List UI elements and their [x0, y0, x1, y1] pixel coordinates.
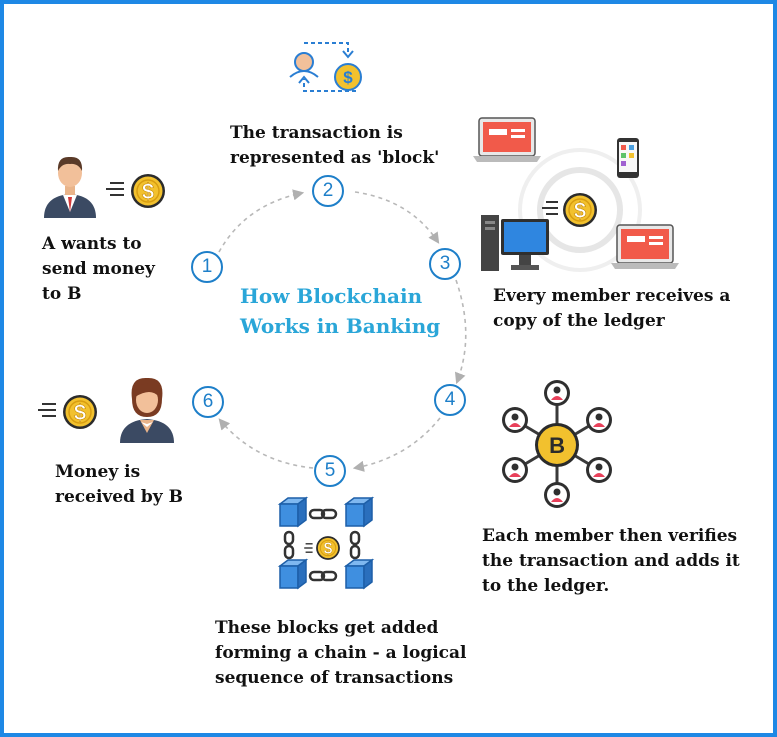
title-line-2: Works in Banking — [240, 314, 441, 338]
step-number-1: 1 — [191, 251, 223, 283]
arrow-5-to-6 — [218, 418, 314, 469]
step-2-label: The transaction is represented as 'block… — [230, 123, 440, 168]
arrow-2-to-3 — [354, 191, 440, 244]
title-line-1: How Blockchain — [240, 284, 423, 308]
transaction-exchange-icon: $ — [289, 42, 362, 92]
step-1-label: A wants to send money to B — [42, 234, 155, 304]
step-number-2: 2 — [312, 175, 344, 207]
step-5-label: These blocks get added forming a chain -… — [215, 618, 467, 688]
laptop-top-icon — [473, 117, 541, 162]
smartphone-icon — [617, 138, 639, 178]
coin-icon-ledger — [542, 192, 598, 228]
svg-text:$: $ — [343, 68, 353, 87]
step-6-label: Money is received by B — [55, 462, 183, 507]
arrow-3-to-4 — [454, 279, 467, 385]
step-number-6: 6 — [192, 386, 224, 418]
network-devices-icon — [473, 117, 679, 272]
businessman-icon — [44, 156, 96, 218]
arrow-4-to-5 — [352, 417, 441, 472]
desktop-computer-icon — [481, 215, 549, 271]
businesswoman-icon — [120, 377, 174, 443]
step-number-4: 4 — [434, 384, 466, 416]
svg-text:B: B — [549, 433, 565, 458]
bitcoin-network-icon: B — [502, 380, 612, 508]
chained-blocks-icon — [277, 496, 375, 590]
coin-icon-receiver — [38, 394, 98, 430]
laptop-bottom-icon — [611, 224, 679, 269]
arrow-1-to-2 — [218, 189, 305, 253]
diagram-title: How Blockchain Works in Banking — [240, 281, 440, 341]
coin-icon-sender — [106, 173, 166, 209]
step-3-label: Every member receives a copy of the ledg… — [493, 286, 731, 331]
cycle-arrows — [218, 189, 467, 472]
step-number-3: 3 — [429, 248, 461, 280]
step-number-5: 5 — [314, 455, 346, 487]
step-4-label: Each member then verifies the transactio… — [482, 526, 740, 596]
